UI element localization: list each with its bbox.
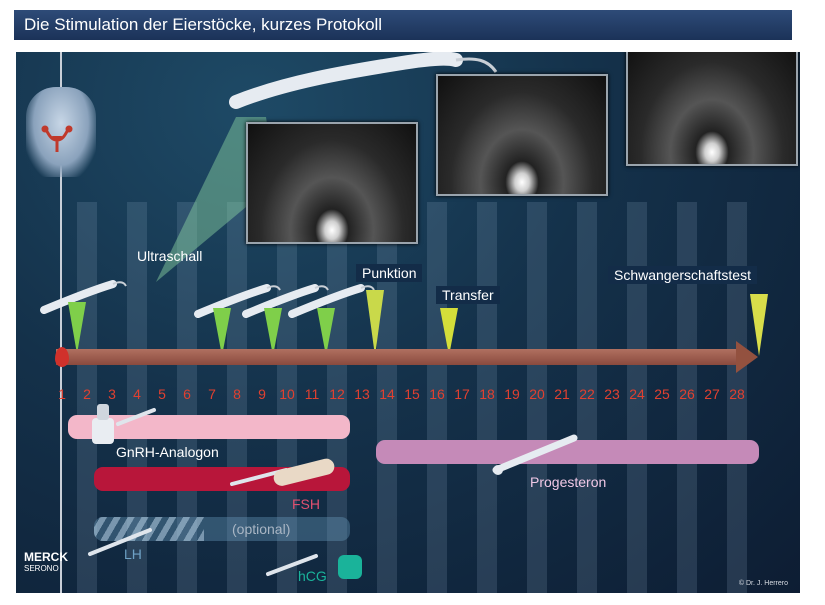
day-one-line (60, 52, 62, 593)
fsh-pen-icon (230, 458, 335, 486)
day-number: 3 (108, 386, 116, 402)
day-stripe (77, 202, 97, 593)
beam-marker-day-2 (68, 302, 86, 354)
body-figure (26, 87, 96, 177)
lh-syringe-icon (88, 528, 152, 556)
day-number: 7 (208, 386, 216, 402)
day-stripe (727, 202, 747, 593)
progesteron-applicator-icon (492, 434, 578, 475)
day-number: 27 (704, 386, 720, 402)
nasal-spray-icon (92, 404, 156, 444)
day-number: 18 (479, 386, 495, 402)
ultrasound-probe-icon (229, 52, 498, 109)
day-number: 6 (183, 386, 191, 402)
label-ultraschall: Ultraschall (137, 248, 203, 264)
probe-icon (40, 280, 127, 314)
timeline-arrow (56, 349, 736, 365)
label-punktion: Punktion (356, 264, 423, 282)
blood-drop-icon (55, 347, 69, 367)
day-stripe (527, 202, 547, 593)
day-number: 8 (233, 386, 241, 402)
day-stripe (577, 202, 597, 593)
ultrasound-image-1 (246, 122, 418, 244)
label-schwangerschaftstest: Schwangerschaftstest (608, 266, 757, 284)
day-number: 4 (133, 386, 141, 402)
uterus-icon (41, 125, 73, 152)
probe-icon (242, 284, 329, 318)
day-number: 20 (529, 386, 545, 402)
gnrh-bar (68, 415, 350, 439)
day-number: 9 (258, 386, 266, 402)
day-number: 24 (629, 386, 645, 402)
hcg-box (338, 555, 362, 579)
day-number: 26 (679, 386, 695, 402)
beam-marker-day-10 (264, 308, 282, 356)
beam-marker-test (750, 294, 768, 356)
probe-icon (288, 284, 375, 318)
day-number: 28 (729, 386, 745, 402)
hcg-label: hCG (298, 568, 327, 584)
timeline-arrow-head (736, 341, 758, 373)
day-number: 17 (454, 386, 470, 402)
beam-marker-day-8 (213, 308, 231, 356)
fsh-label: FSH (292, 496, 320, 512)
day-number: 25 (654, 386, 670, 402)
beam-marker-transfer (440, 308, 458, 356)
merck-serono-logo: MERCK SERONO (24, 550, 68, 573)
day-number: 16 (429, 386, 445, 402)
day-number: 11 (304, 386, 320, 402)
day-number: 14 (379, 386, 395, 402)
day-stripe (177, 202, 197, 593)
optional-label: (optional) (232, 521, 291, 537)
hcg-syringe-icon (266, 554, 318, 576)
day-number: 5 (158, 386, 166, 402)
day-number: 19 (504, 386, 520, 402)
progesteron-label: Progesteron (530, 474, 607, 490)
day-number: 23 (604, 386, 620, 402)
day-stripe (627, 202, 647, 593)
day-number: 13 (354, 386, 370, 402)
lh-label: LH (124, 546, 142, 562)
day-number: 12 (329, 386, 345, 402)
day-number: 22 (579, 386, 595, 402)
label-transfer: Transfer (436, 286, 500, 304)
day-number: 15 (404, 386, 420, 402)
day-number: 10 (279, 386, 295, 402)
copyright: © Dr. J. Herrero (738, 580, 788, 587)
day-number: 2 (83, 386, 91, 402)
beam-marker-punktion (366, 290, 384, 356)
ultrasound-image-3 (626, 52, 798, 166)
page-title: Die Stimulation der Eierstöcke, kurzes P… (14, 10, 792, 40)
day-stripe (677, 202, 697, 593)
diagram-panel: Ultraschall Punktion Transfer Schwangers… (16, 52, 800, 593)
gnrh-label: GnRH-Analogon (116, 444, 219, 460)
day-number: 1 (58, 386, 66, 402)
ultrasound-image-2 (436, 74, 608, 196)
beam-marker-day-12 (317, 308, 335, 356)
day-number: 21 (554, 386, 570, 402)
day-stripe (127, 202, 147, 593)
probe-icon (194, 284, 281, 318)
